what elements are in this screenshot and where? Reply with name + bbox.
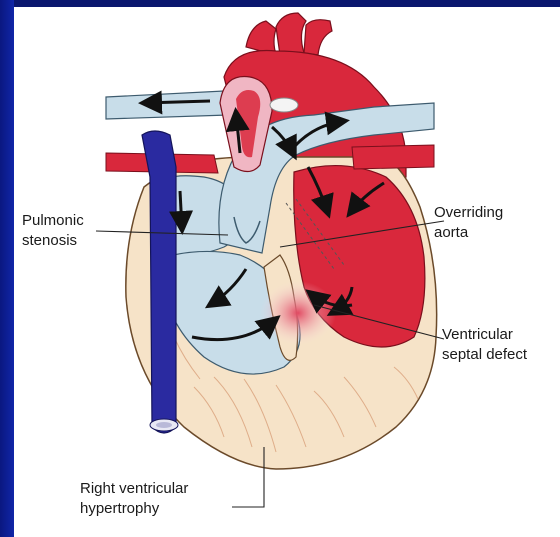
label-overriding-aorta: Overriding aorta xyxy=(434,203,503,243)
top-border xyxy=(0,0,560,7)
label-ventricular-septal-defect: Ventricular septal defect xyxy=(442,325,527,365)
label-pulmonic-stenosis: Pulmonic stenosis xyxy=(22,211,84,251)
aortic-arch-branches xyxy=(246,13,332,55)
left-pulmonary-branch xyxy=(106,91,229,119)
label-right-ventricular-hypertrophy: Right ventricular hypertrophy xyxy=(80,479,188,519)
tetralogy-of-fallot-diagram xyxy=(14,7,560,537)
diagram-panel: Pulmonic stenosis Overriding aorta Ventr… xyxy=(14,7,560,537)
left-border xyxy=(0,0,14,537)
